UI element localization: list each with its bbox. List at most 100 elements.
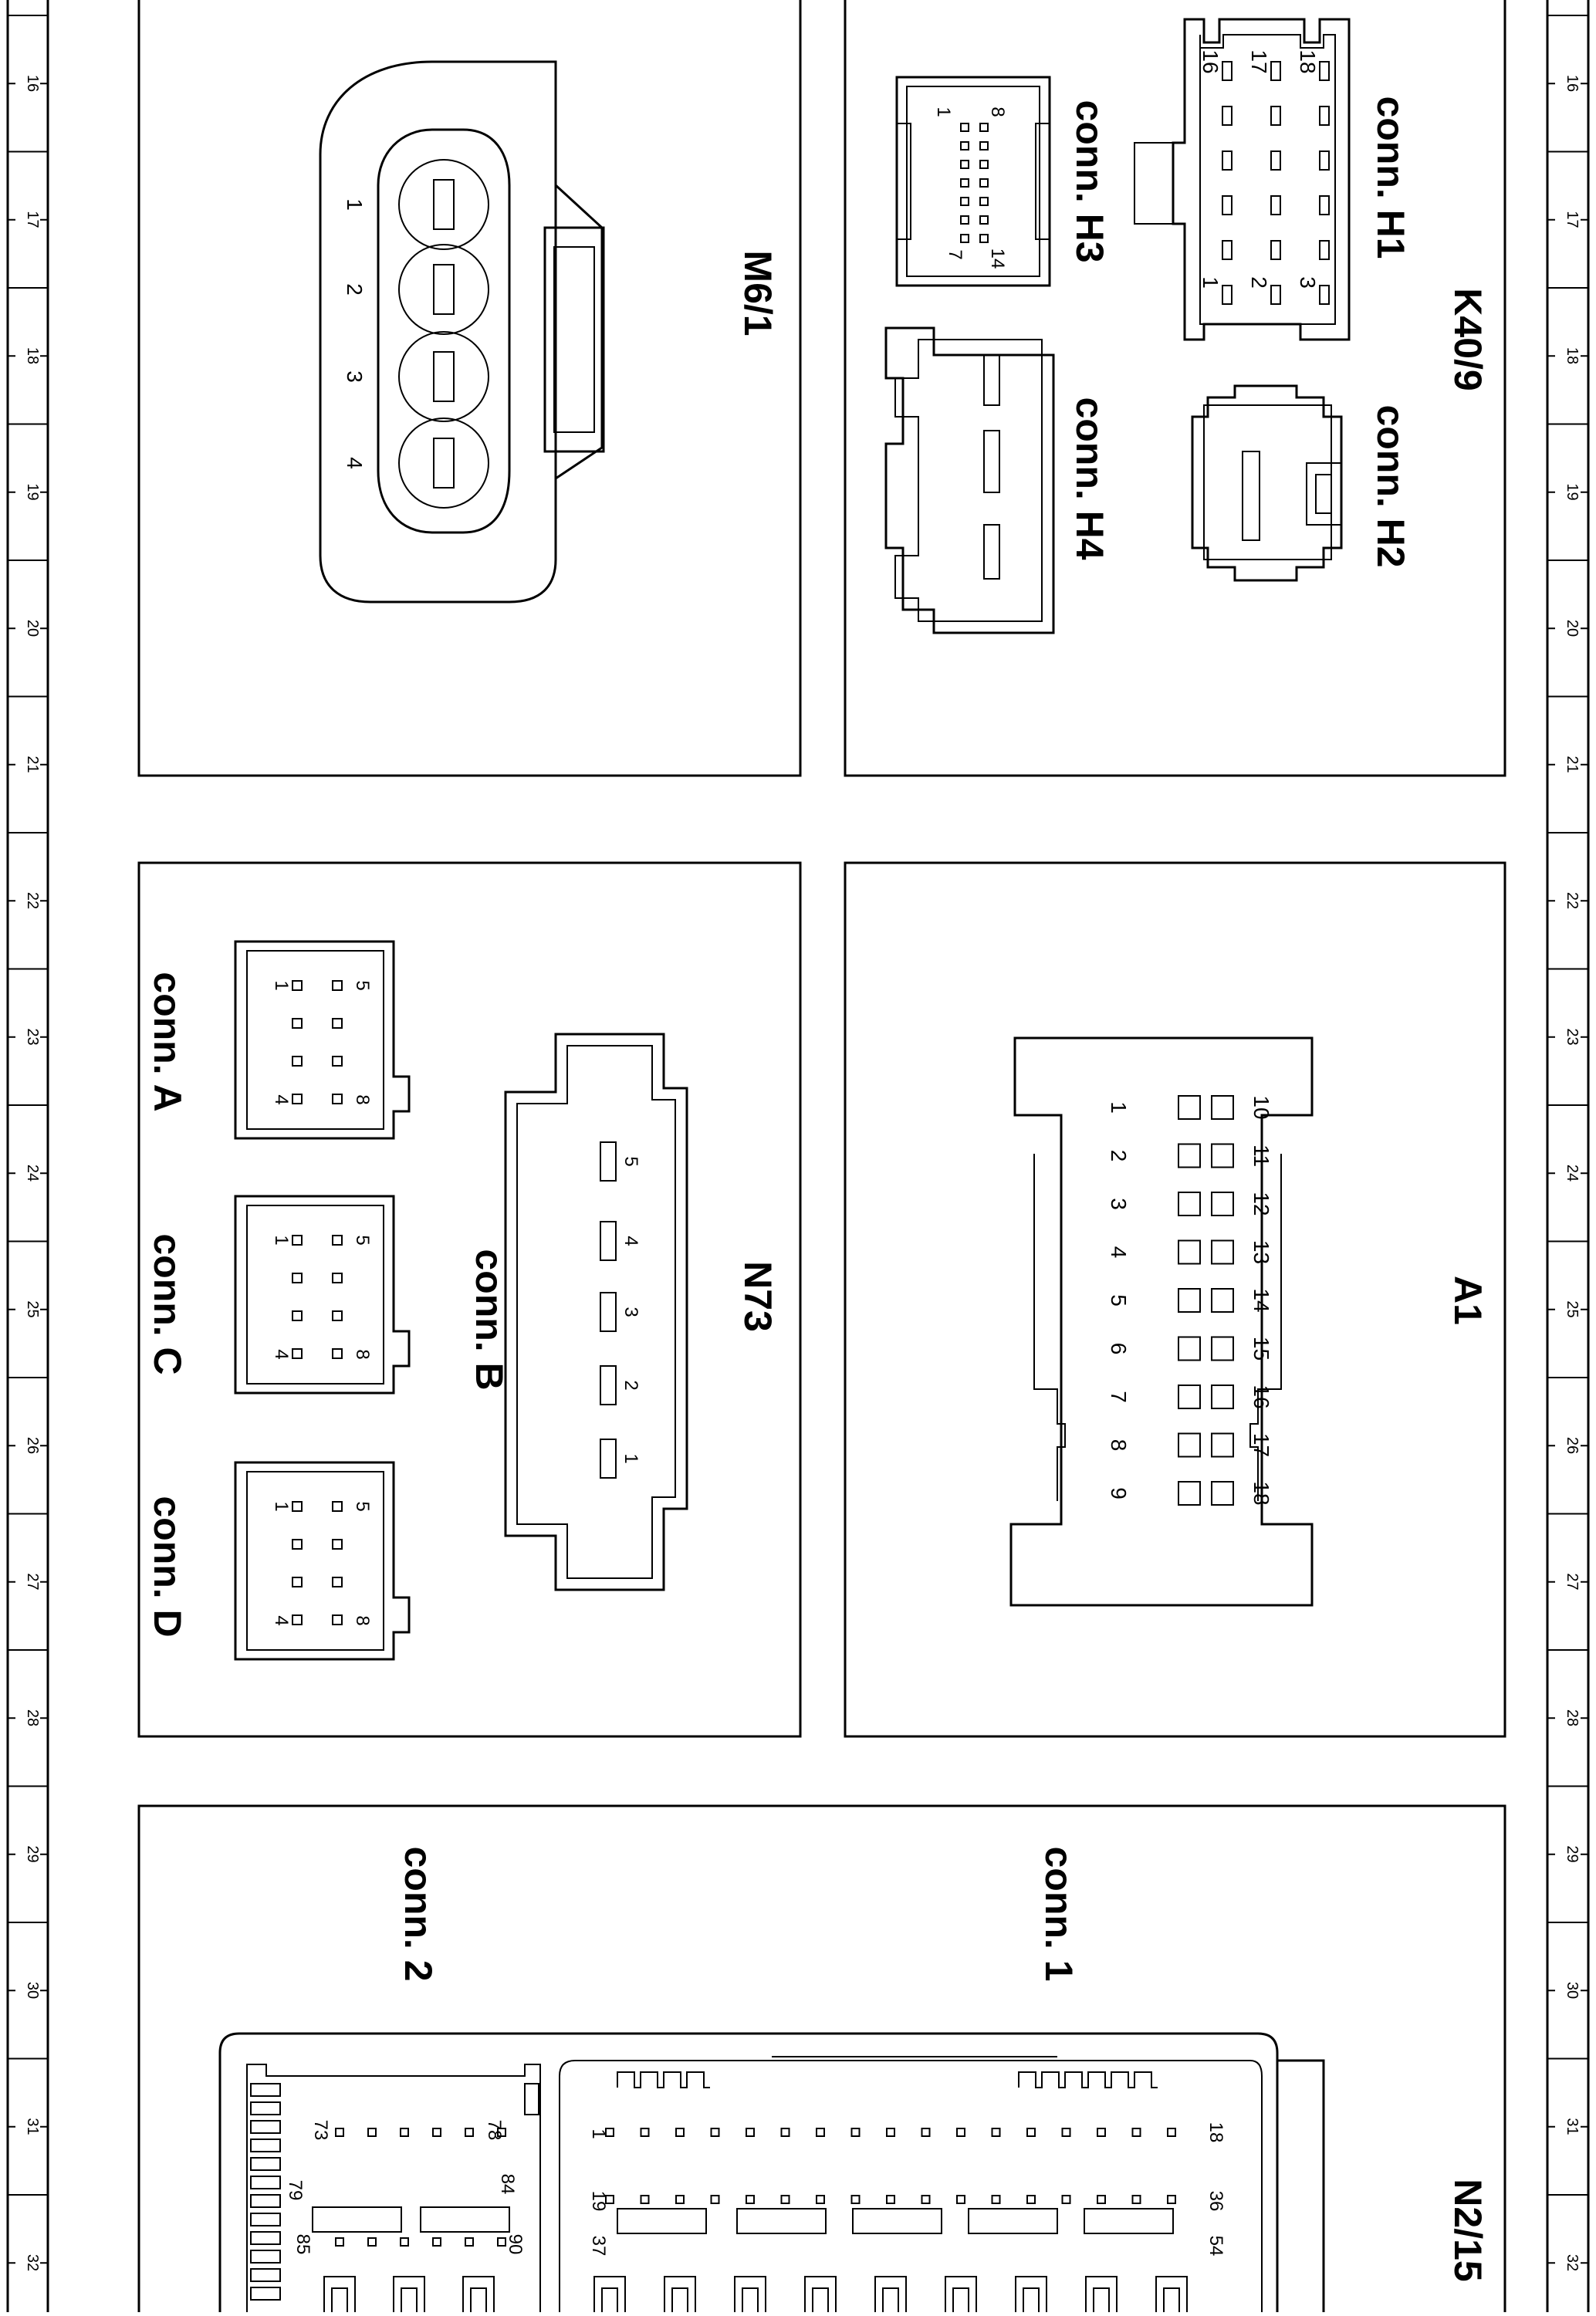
conn-d-pin-4: 4 — [271, 1615, 292, 1625]
conn-1-terminal — [874, 2276, 907, 2312]
conn-2-pin-cavity — [335, 2128, 344, 2137]
conn-1-pin-cavity — [886, 2128, 895, 2137]
conn-1-pin-cavity — [1097, 2195, 1106, 2204]
h3-pin-7: 7 — [945, 249, 965, 259]
n2-15-title: N2/15 — [1446, 2179, 1489, 2281]
ruler-right-label: 26 — [1564, 1437, 1581, 1454]
h1-pin-cavity — [1222, 61, 1233, 81]
h1-pin-cavity — [1222, 240, 1233, 260]
conn-1-pin-cavity — [956, 2195, 965, 2204]
conn-2-rib — [250, 2138, 281, 2152]
h1-pin-cavity — [1319, 61, 1330, 81]
conn-1-pin-cavity — [710, 2128, 720, 2137]
conn-2-pin-cavity — [465, 2237, 474, 2247]
conn-1-pin-54: 54 — [1205, 2236, 1226, 2257]
h3-pin-cavity — [979, 215, 989, 225]
ruler-left-label: 27 — [24, 1573, 41, 1590]
ruler-left-label: 32 — [24, 2254, 41, 2271]
conn-2-pin-90: 90 — [505, 2234, 526, 2255]
conn-d-pin-1: 1 — [271, 1501, 292, 1511]
m6-1-pin-label: 2 — [343, 283, 367, 296]
ruler-right-label: 20 — [1564, 620, 1581, 637]
h1-pin-cavity — [1319, 240, 1330, 260]
conn-b-pin-contact — [600, 1439, 617, 1479]
h3-pin-cavity — [960, 141, 969, 150]
conn-1-pin-cavity — [816, 2195, 825, 2204]
conn-2-rib — [250, 2157, 281, 2171]
conn-1-pin-cavity — [675, 2195, 685, 2204]
n73-title: N73 — [736, 1261, 779, 1332]
m6-1-pin-cavity — [398, 331, 489, 422]
conn-2-pin-cavity — [400, 2237, 409, 2247]
conn-a-pin-cavity — [332, 1018, 343, 1029]
a1-pin-cavity — [1178, 1095, 1201, 1120]
conn-2-pin-73: 73 — [310, 2120, 331, 2141]
a1-pin-label: 18 — [1249, 1481, 1273, 1505]
conn-2-pin-cavity — [367, 2128, 377, 2137]
conn-2-terminal — [462, 2276, 495, 2312]
m6-1-pin-cavity — [398, 418, 489, 509]
conn-2-pin-cavity — [400, 2128, 409, 2137]
a1-pin-cavity — [1178, 1481, 1201, 1506]
h1-pin-1: 1 — [1199, 276, 1222, 289]
h3-pin-14: 14 — [987, 249, 1008, 269]
conn-1-pin-18: 18 — [1205, 2122, 1226, 2143]
h1-pin-18: 18 — [1296, 49, 1320, 73]
conn-b-pin-label: 2 — [620, 1380, 641, 1390]
ruler-right-label: 17 — [1564, 211, 1581, 228]
ruler-left-label: 21 — [24, 756, 41, 773]
conn-1-pin-cavity — [991, 2195, 1001, 2204]
ruler-right-label: 32 — [1564, 2254, 1581, 2271]
a1-pin-label: 13 — [1249, 1240, 1273, 1264]
a1-title: A1 — [1446, 1276, 1489, 1325]
conn-1-terminal — [945, 2276, 977, 2312]
n2-15-housing — [218, 2032, 1325, 2312]
a1-pin-label: 4 — [1107, 1246, 1131, 1259]
conn-1-slot — [736, 2208, 827, 2234]
conn-2-rib — [250, 2176, 281, 2189]
conn-2-rib — [250, 2231, 281, 2245]
a1-pin-cavity — [1211, 1385, 1234, 1409]
conn-1-pin-cavity — [605, 2128, 614, 2137]
conn-1-terminal — [1085, 2276, 1118, 2312]
conn-1-pin-cavity — [1061, 2195, 1071, 2204]
conn-2-rib — [250, 2250, 281, 2264]
a1-pin-label: 11 — [1249, 1144, 1273, 1167]
m6-1-pin-label: 4 — [343, 457, 367, 469]
a1-pin-cavity — [1211, 1095, 1234, 1120]
conn-1-pin-cavity — [640, 2195, 650, 2204]
conn-1-pin-cavity — [1167, 2128, 1176, 2137]
conn-c-pin-8: 8 — [352, 1349, 373, 1359]
conn-1-pin-cavity — [1097, 2128, 1106, 2137]
h2-label: conn. H2 — [1369, 404, 1412, 567]
ruler-left-label: 29 — [24, 1845, 41, 1862]
h3-pin-cavity — [979, 178, 989, 188]
a1-pin-label: 1 — [1107, 1101, 1131, 1114]
h1-pin-cavity — [1270, 285, 1281, 305]
conn-b-pin-label: 3 — [620, 1307, 641, 1317]
ruler-left-label: 16 — [24, 75, 41, 92]
conn-c-pin-cavity — [292, 1310, 303, 1321]
conn-2-slot — [312, 2206, 402, 2233]
conn-c-pin-5: 5 — [352, 1235, 373, 1245]
conn-2-pin-cavity — [497, 2128, 506, 2137]
conn-a-pin-8: 8 — [352, 1094, 373, 1104]
a1-pin-cavity — [1178, 1385, 1201, 1409]
conn-2-terminal — [393, 2276, 425, 2312]
conn-a-pin-4: 4 — [271, 1094, 292, 1104]
a1-pin-label: 14 — [1249, 1288, 1273, 1312]
ruler-left-label: 19 — [24, 483, 41, 500]
ruler-right-label: 19 — [1564, 483, 1581, 500]
h1-pin-cavity — [1222, 150, 1233, 171]
a1-pin-label: 17 — [1249, 1433, 1273, 1457]
conn-c-pin-cavity — [292, 1235, 303, 1246]
conn-2-rib — [250, 2083, 281, 2097]
a1-pin-label: 16 — [1249, 1385, 1273, 1408]
conn-a-pin-cavity — [292, 1056, 303, 1067]
conn-1-pin-cavity — [605, 2195, 614, 2204]
ruler-right-label: 30 — [1564, 1982, 1581, 1999]
conn-a-pin-cavity — [332, 1056, 343, 1067]
h1-pin-2: 2 — [1247, 276, 1271, 289]
